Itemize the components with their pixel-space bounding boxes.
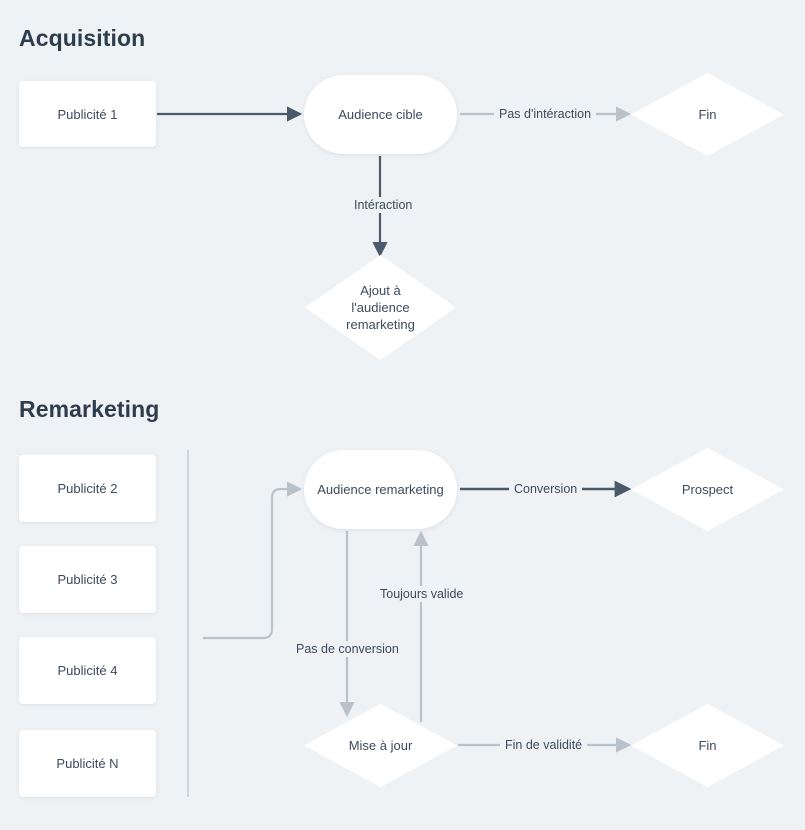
node-label: Publicité N — [56, 756, 119, 771]
node-fin-acquisition[interactable]: Fin — [631, 73, 784, 156]
node-publicite-4[interactable]: Publicité 4 — [19, 637, 156, 704]
edge-label-fin-de-validite: Fin de validité — [500, 737, 588, 753]
node-label: Publicité 2 — [57, 481, 118, 496]
node-fin-remarketing[interactable]: Fin — [631, 704, 784, 787]
node-publicite-2[interactable]: Publicité 2 — [19, 455, 156, 522]
edge-label-pas-d-interaction: Pas d'intéraction — [494, 106, 597, 122]
edge-label-conversion: Conversion — [509, 481, 583, 497]
edge-label-pas-de-conversion: Pas de conversion — [291, 641, 404, 657]
diamond-shape — [631, 448, 784, 531]
node-publicite-n[interactable]: Publicité N — [19, 730, 156, 797]
node-ajout-audience-remarketing[interactable]: Ajout à l'audience remarketing — [305, 255, 456, 360]
node-publicite-1[interactable]: Publicité 1 — [19, 81, 156, 147]
node-label: Audience remarketing — [317, 482, 444, 497]
node-mise-a-jour[interactable]: Mise à jour — [304, 704, 457, 787]
node-audience-remarketing[interactable]: Audience remarketing — [304, 450, 457, 529]
diamond-shape — [631, 73, 784, 156]
section-title-acquisition: Acquisition — [19, 25, 146, 51]
node-label: Publicité 3 — [57, 572, 118, 587]
edge-label-toujours-valide: Toujours valide — [375, 586, 469, 602]
section-title-remarketing: Remarketing — [19, 396, 160, 422]
remarketing-divider — [187, 450, 189, 797]
diamond-shape — [305, 255, 456, 360]
node-label: Publicité 4 — [57, 663, 118, 678]
node-label: Audience cible — [338, 107, 423, 122]
edge-label-interaction: Intéraction — [349, 197, 418, 213]
diamond-shape — [631, 704, 784, 787]
node-label: Publicité 1 — [57, 106, 118, 122]
edge-ads-to-audience-remarketing — [203, 481, 303, 640]
node-publicite-3[interactable]: Publicité 3 — [19, 546, 156, 613]
node-prospect[interactable]: Prospect — [631, 448, 784, 531]
diamond-shape — [304, 704, 457, 787]
node-audience-cible[interactable]: Audience cible — [304, 75, 457, 154]
